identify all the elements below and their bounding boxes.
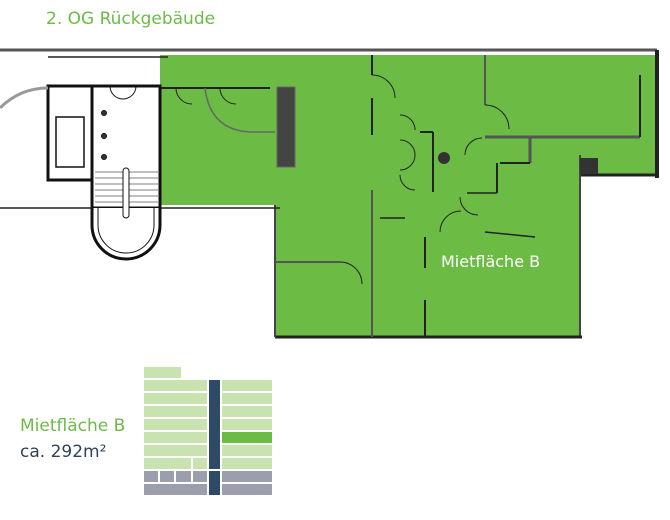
shaft-right <box>580 158 598 174</box>
stair-core <box>0 84 162 261</box>
legend-unit-name: Mietfläche B <box>20 416 126 436</box>
door-swings <box>175 74 510 285</box>
walls <box>0 48 659 339</box>
page-title: 2. OG Rückgebäude <box>46 9 216 29</box>
shaft <box>276 86 296 168</box>
rental-area-label: Mietfläche B <box>441 252 541 271</box>
column <box>438 152 450 164</box>
legend-unit-area: ca. 292m² <box>20 442 107 462</box>
